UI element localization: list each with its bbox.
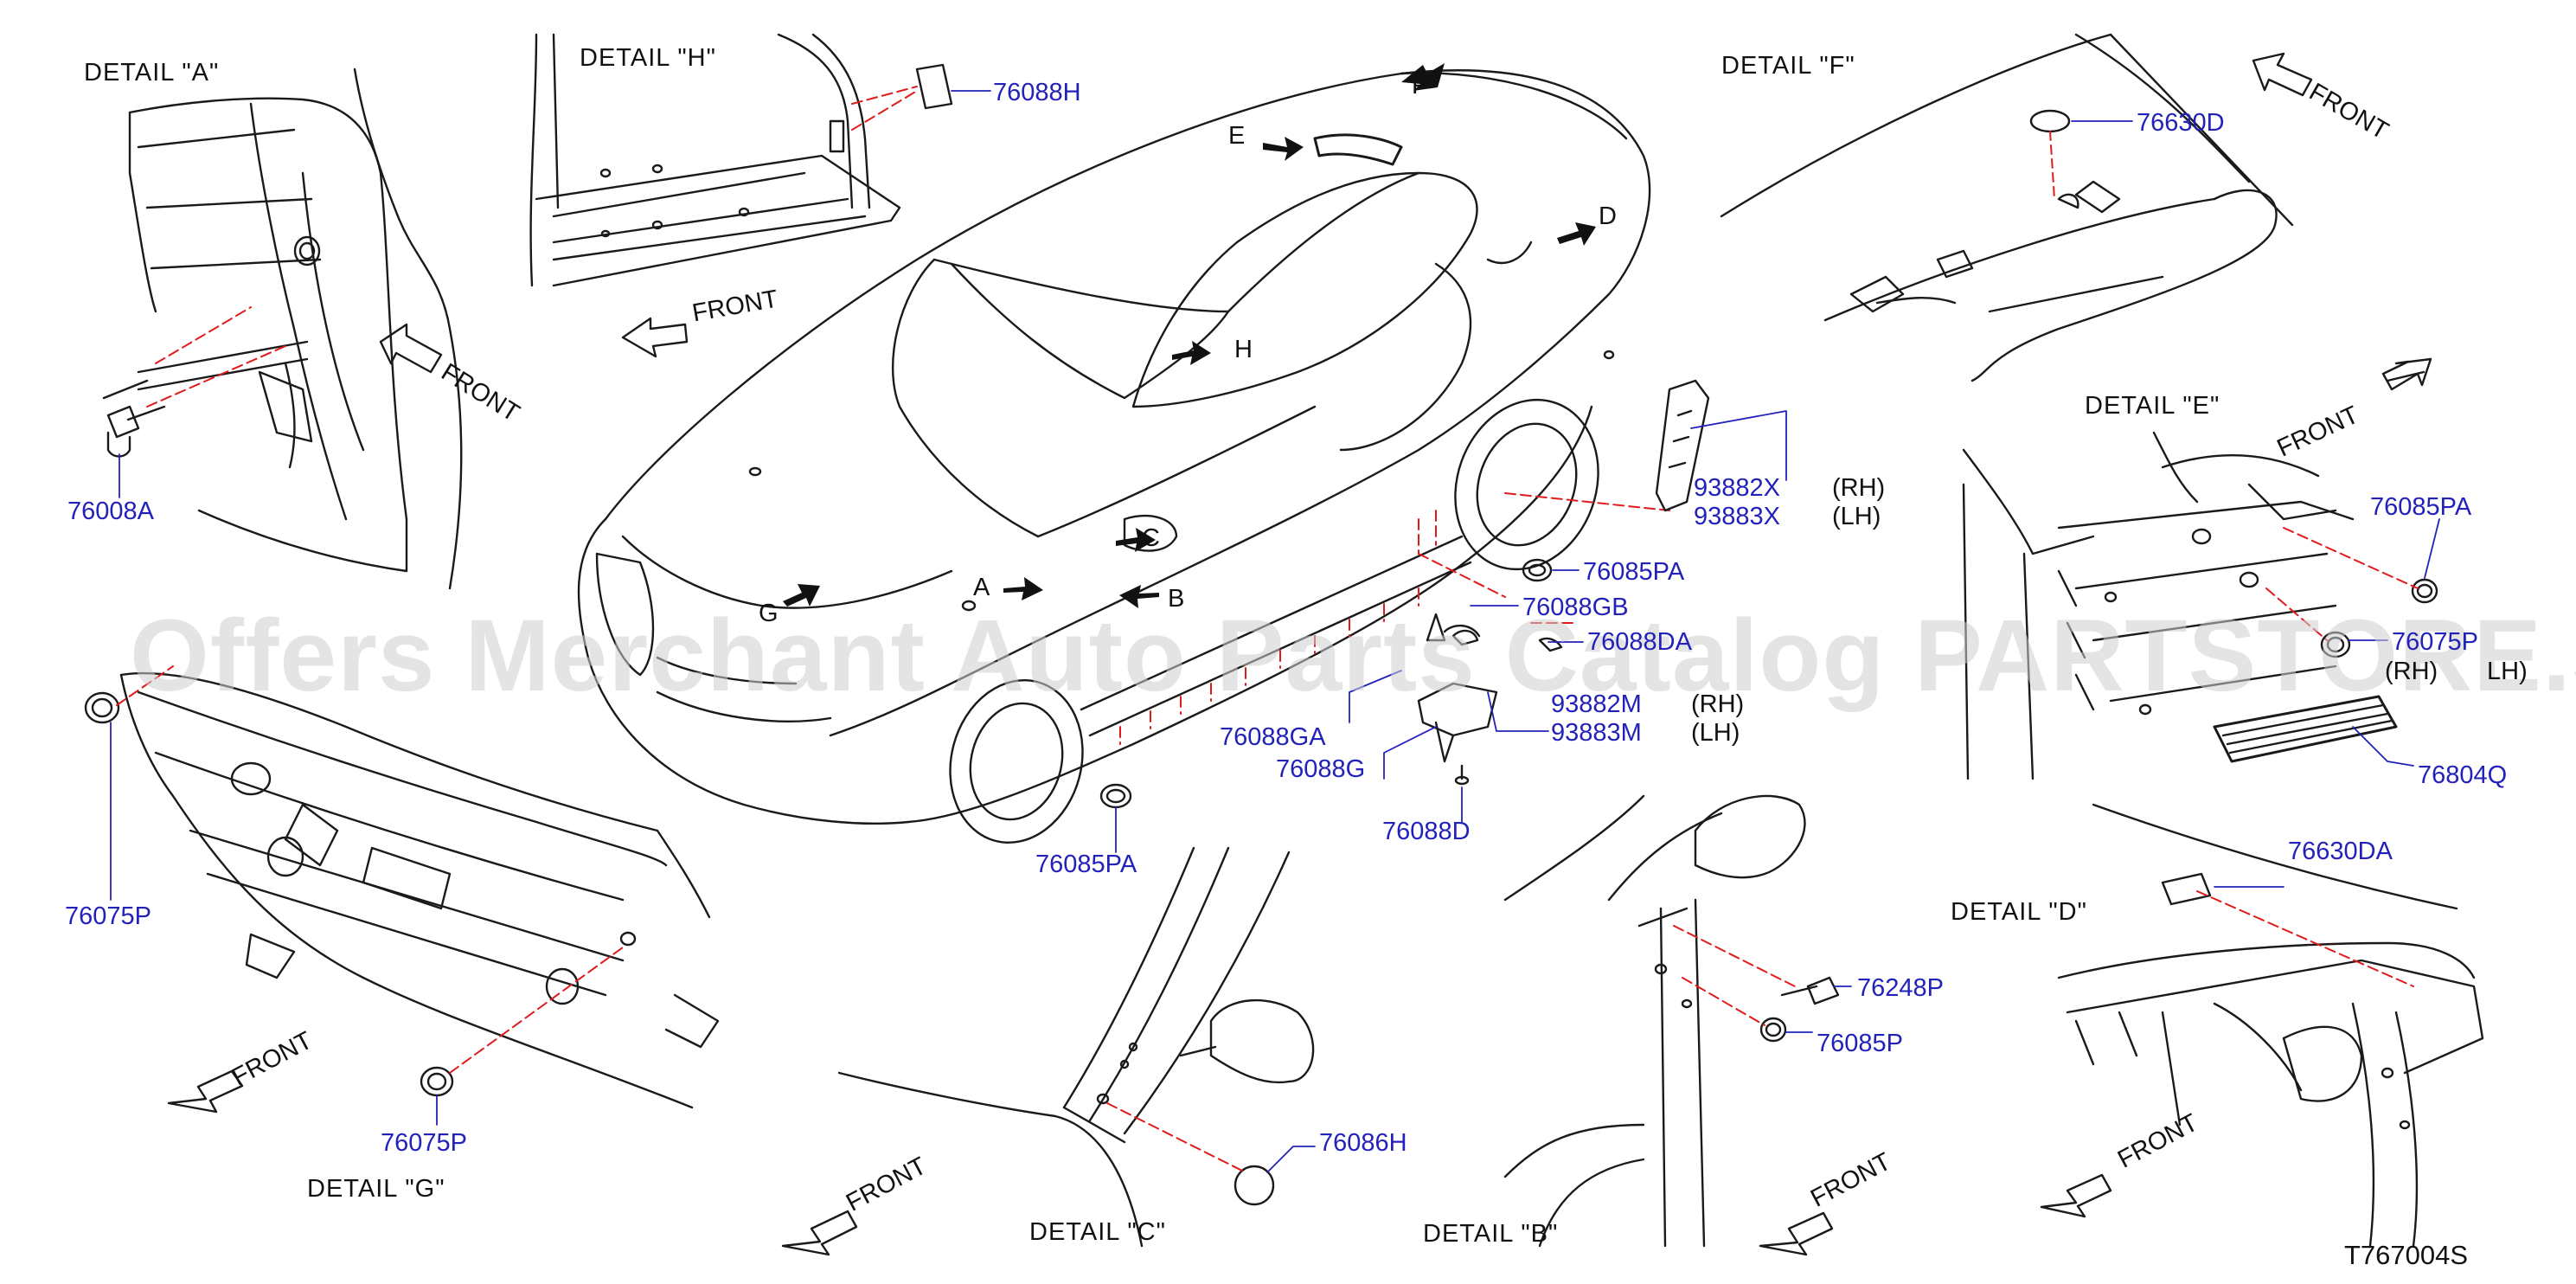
detail-f-front-arrow — [2252, 52, 2313, 97]
callout-letter-b: B — [1168, 585, 1185, 613]
detail-d-front-arrow — [2040, 1173, 2112, 1218]
part-76088g[interactable]: 76088G — [1276, 755, 1366, 783]
side-lh-2: (LH) — [1691, 719, 1740, 747]
detail-a-bolt — [106, 405, 166, 458]
detail-e-art — [1962, 431, 2438, 780]
detail-c-leader — [1266, 1146, 1316, 1173]
detail-g-leader — [110, 722, 438, 1126]
part-76088ga[interactable]: 76088GA — [1220, 723, 1326, 751]
callout-letter-e: E — [1228, 122, 1246, 150]
detail-f-art — [1720, 33, 2294, 382]
side-lh-1: (LH) — [1832, 503, 1881, 530]
detail-c-front-arrow — [781, 1210, 858, 1256]
callout-letter-f: F — [1412, 72, 1427, 100]
part-76075p-left[interactable]: 76075P — [65, 902, 151, 930]
callout-letter-g: G — [759, 600, 779, 627]
callout-letter-c: C — [1142, 524, 1160, 552]
detail-a-title: DETAIL "A" — [84, 59, 220, 87]
main-dash-lines — [1119, 492, 1670, 745]
detail-f-title: DETAIL "F" — [1721, 52, 1855, 80]
car-body-outline — [577, 69, 1651, 844]
detail-a-art — [102, 67, 463, 590]
detail-c-title: DETAIL "C" — [1029, 1218, 1166, 1246]
side-lh-3: LH) — [2487, 658, 2528, 685]
detail-h-title: DETAIL "H" — [580, 44, 716, 72]
diagram-code: T767004S — [2344, 1240, 2469, 1270]
main-leader-lines — [1115, 410, 1787, 853]
detail-c-dash — [1106, 1102, 1246, 1173]
watermark-text: Offers Merchant Auto Parts Catalog PARTS… — [130, 599, 2576, 713]
detail-b-dash — [1673, 925, 1796, 1026]
part-76008a[interactable]: 76008A — [67, 498, 154, 525]
part-76088gb[interactable]: 76088GB — [1522, 594, 1629, 621]
detail-g-art — [84, 671, 720, 1109]
callout-letter-d: D — [1599, 202, 1617, 230]
part-76088h[interactable]: 76088H — [993, 79, 1081, 106]
detail-b-front-arrow — [1759, 1211, 1834, 1256]
side-rh-3: (RH) — [2385, 658, 2438, 685]
side-rh-2: (RH) — [1691, 690, 1745, 718]
detail-e-dash — [2265, 527, 2419, 641]
part-76088da[interactable]: 76088DA — [1587, 628, 1692, 656]
part-76085p[interactable]: 76085P — [1817, 1030, 1903, 1057]
part-76075p-bottom[interactable]: 76075P — [381, 1129, 467, 1157]
part-93883m[interactable]: 93883M — [1551, 719, 1642, 747]
detail-d-dash — [2196, 890, 2414, 987]
detail-b-leader — [1785, 985, 1852, 1033]
part-76248p[interactable]: 76248P — [1857, 974, 1944, 1002]
detail-e-front-arrow-main — [2386, 370, 2425, 382]
part-76630da[interactable]: 76630DA — [2288, 838, 2393, 865]
detail-e-leader — [2348, 518, 2440, 767]
detail-h-art — [529, 33, 953, 287]
part-93882m[interactable]: 93882M — [1551, 690, 1642, 718]
part-76085pa-lower[interactable]: 76085PA — [1035, 851, 1137, 878]
detail-g-dash — [116, 665, 624, 1074]
detail-c-art — [837, 846, 1315, 1248]
detail-g-front-arrow — [167, 1069, 244, 1114]
part-76085pa-detail-e[interactable]: 76085PA — [2370, 493, 2472, 521]
callout-letter-a: A — [973, 574, 990, 601]
part-93883x[interactable]: 93883X — [1694, 503, 1780, 530]
part-76085pa-main[interactable]: 76085PA — [1583, 558, 1685, 586]
callout-letter-h: H — [1234, 336, 1253, 363]
part-76088d[interactable]: 76088D — [1382, 818, 1471, 845]
detail-e-front-arrow — [2381, 357, 2432, 391]
detail-d-title: DETAIL "D" — [1951, 898, 2087, 926]
detail-a-front-arrow — [379, 323, 443, 374]
side-rh-1: (RH) — [1832, 474, 1886, 502]
detail-h-front-arrow — [621, 317, 689, 358]
part-76075p-detail-e[interactable]: 76075P — [2392, 628, 2478, 656]
part-76804q[interactable]: 76804Q — [2418, 761, 2508, 789]
detail-b-title: DETAIL "B" — [1423, 1220, 1559, 1248]
detail-d-art — [2057, 803, 2484, 1248]
callout-arrows — [783, 63, 1596, 608]
detail-g-title: DETAIL "G" — [307, 1175, 445, 1203]
detail-h-dash — [851, 86, 918, 131]
part-76086h[interactable]: 76086H — [1319, 1129, 1407, 1157]
detail-f-dash — [2049, 131, 2055, 200]
detail-a-dash — [146, 306, 286, 408]
detail-e-title: DETAIL "E" — [2085, 392, 2220, 420]
part-93882x[interactable]: 93882X — [1694, 474, 1780, 502]
part-76630d[interactable]: 76630D — [2137, 109, 2225, 137]
detail-b-art — [1503, 794, 1840, 1248]
